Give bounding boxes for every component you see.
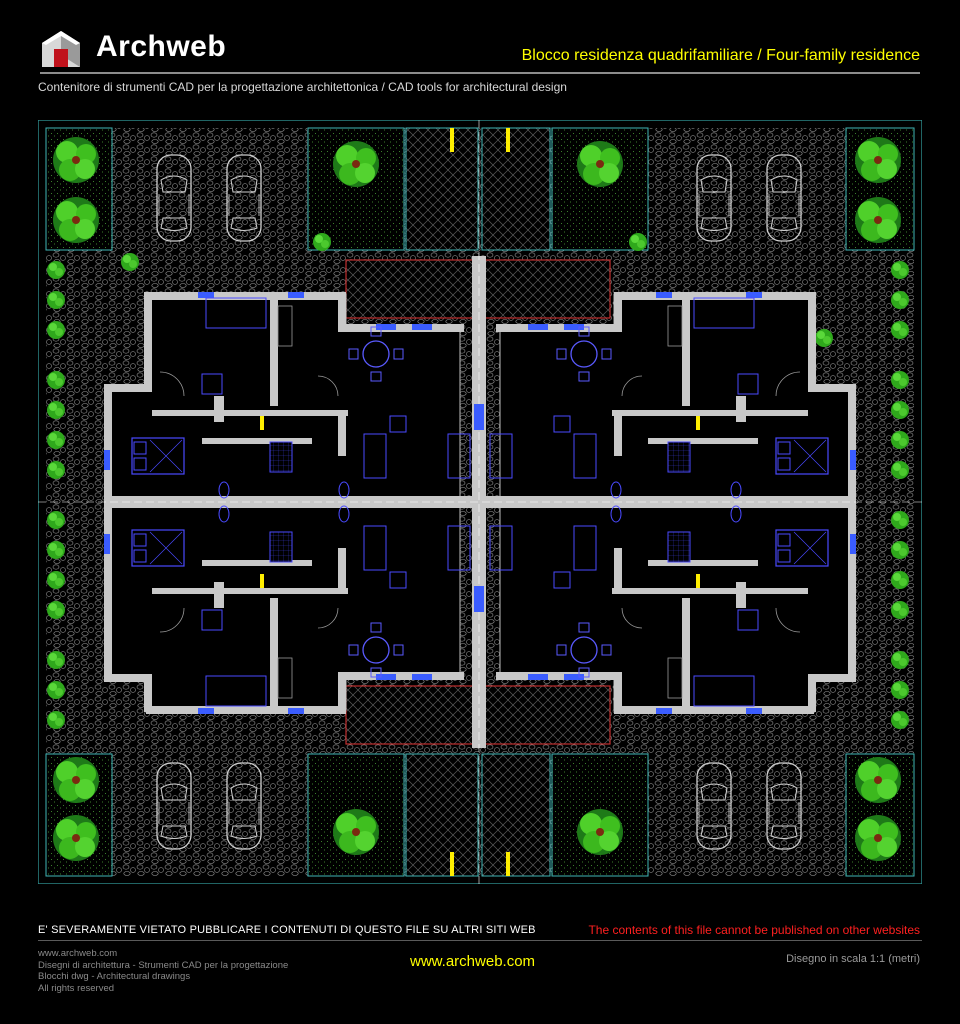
brand-name[interactable]: Archweb: [96, 30, 227, 63]
copyright-warning-english: The contents of this file cannot be publ…: [588, 923, 920, 937]
house-logo-icon: [42, 31, 80, 67]
footer-divider: [38, 940, 922, 941]
website-link[interactable]: www.archweb.com: [410, 953, 536, 970]
footer-info-line: Disegni di architettura - Strumenti CAD …: [38, 959, 289, 971]
header-divider: [40, 72, 920, 74]
copyright-warning-italian: E' SEVERAMENTE VIETATO PUBBLICARE I CONT…: [38, 924, 536, 936]
footer-info: www.archweb.com Disegni di architettura …: [38, 948, 288, 994]
drawing-title: Blocco residenza quadrifamiliare / Four-…: [521, 47, 920, 64]
drawing-scale: Disegno in scala 1:1 (metri): [786, 953, 920, 965]
header: Archweb Blocco residenza quadrifamiliare…: [0, 0, 960, 100]
footer-info-line: All rights reserved: [38, 982, 115, 994]
site-subtitle: Contenitore di strumenti CAD per la prog…: [38, 80, 567, 94]
floor-plan-drawing: [38, 120, 922, 884]
footer-info-line: www.archweb.com: [38, 948, 118, 959]
footer-info-line: Blocchi dwg - Architectural drawings: [38, 971, 191, 982]
